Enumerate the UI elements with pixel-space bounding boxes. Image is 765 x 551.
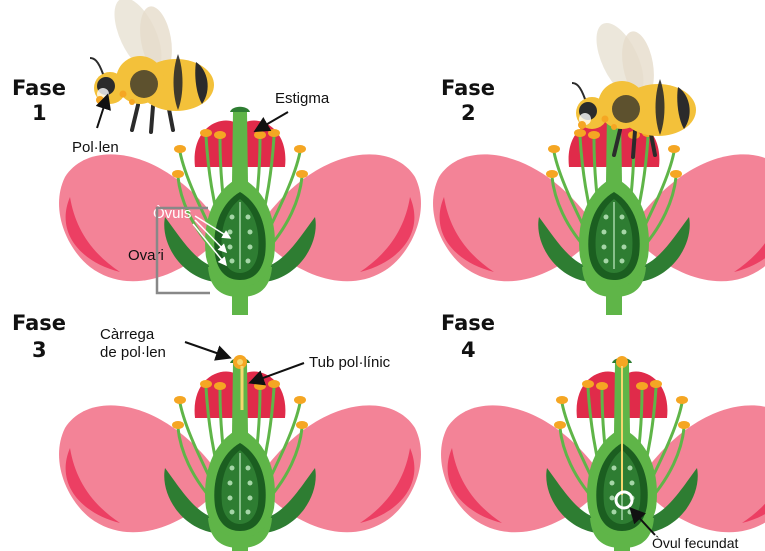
phase-1-number: 1 (32, 101, 47, 125)
phase-4-title: Fase (441, 311, 495, 335)
phase-4-panel: Fase 4 Òvul fecundat (441, 311, 765, 551)
flower-2 (433, 107, 765, 315)
pollen-load-label-line2: de pol·len (100, 344, 166, 361)
phase-1-title: Fase (12, 76, 66, 100)
phase-3-panel: Fase 3 Càrrega de pol·len Tub pol·línic (12, 311, 421, 551)
phase-2-title: Fase (441, 76, 495, 100)
pollen-load-label-line1: Càrrega (100, 326, 155, 343)
fertilized-ovule-label: Òvul fecundat (652, 535, 738, 551)
flower-1 (59, 107, 421, 315)
phase-4-number: 4 (461, 338, 476, 362)
phase-2-number: 2 (461, 101, 476, 125)
stigma-arrow (257, 112, 288, 130)
stigma-label: Estigma (275, 90, 330, 107)
phase-3-title: Fase (12, 311, 66, 335)
bee-1 (90, 0, 214, 132)
phase-1-panel: Fase 1 Pol·len Estigma Òvuls Ovari (12, 0, 421, 315)
flower-3 (59, 358, 421, 551)
phase-3-number: 3 (32, 338, 47, 362)
phase-2-panel: Fase 2 (433, 16, 765, 315)
flower-4 (441, 358, 765, 551)
pollen-tube-label: Tub pol·línic (309, 354, 391, 371)
ovary-label: Ovari (128, 247, 164, 264)
pollen-load-arrow (185, 342, 228, 357)
pollen-label: Pol·len (72, 139, 119, 156)
